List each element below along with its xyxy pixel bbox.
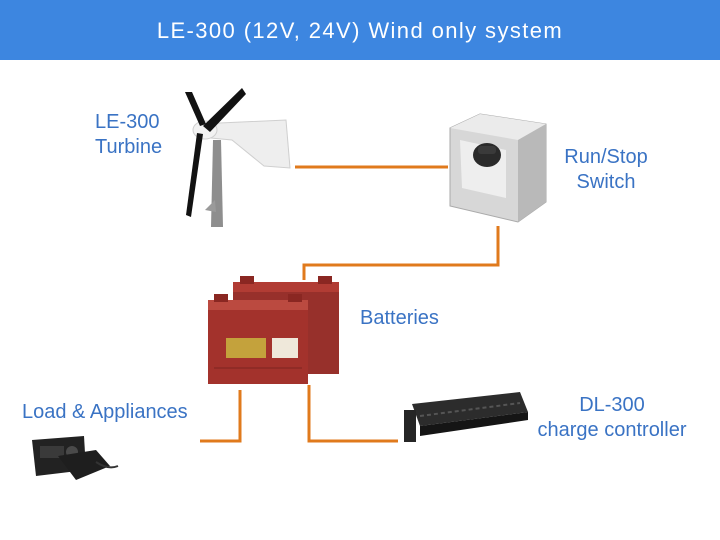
wire-switch-to-batteries	[302, 226, 500, 280]
controller-model: DL-300	[579, 394, 645, 416]
wire-batteries-to-load	[200, 390, 242, 443]
turbine-label: LE-300 Turbine	[95, 110, 162, 160]
turbine-caption: Turbine	[95, 136, 163, 158]
page-title: LE-300 (12V, 24V) Wind only system	[156, 18, 564, 43]
battery-bank-icon	[208, 276, 339, 384]
wire-batteries-to-controller	[307, 385, 398, 443]
rotary-switch-icon	[449, 113, 547, 223]
switch-caption: Switch	[576, 171, 636, 193]
controller-caption: charge controller	[537, 419, 687, 441]
controller-label: DL-300 charge controller	[526, 393, 698, 443]
wiring	[200, 165, 500, 443]
load-label: Load & Appliances	[22, 401, 188, 423]
charge-controller-icon	[404, 392, 528, 442]
title-bar	[0, 0, 720, 60]
radio-transceiver-icon	[32, 436, 119, 480]
wind-turbine-icon	[185, 88, 291, 227]
switch-label: Run/Stop Switch	[554, 145, 658, 195]
turbine-model: LE-300	[95, 111, 160, 133]
batteries-label: Batteries	[360, 307, 439, 329]
switch-name: Run/Stop	[564, 146, 648, 168]
